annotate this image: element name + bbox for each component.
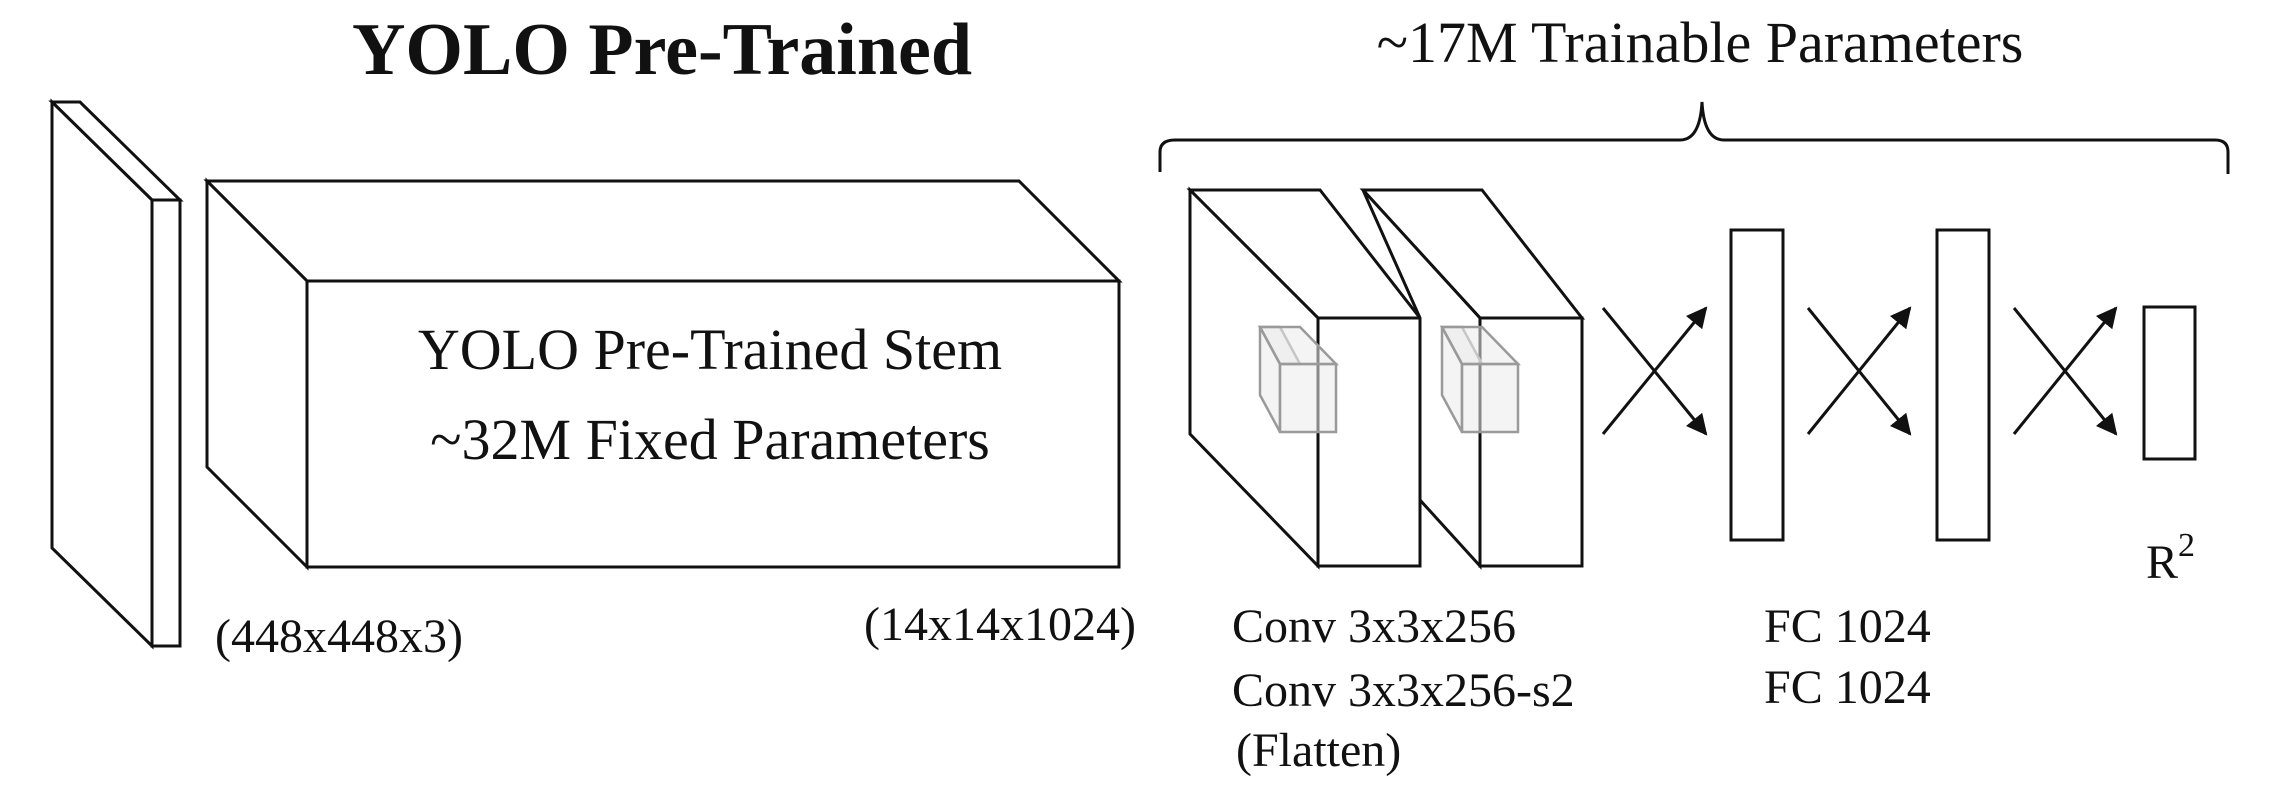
conv-label-line2: Conv 3x3x256-s2 [1232, 664, 1575, 717]
conv-kernel-1 [1257, 325, 1339, 434]
diagram-title: YOLO Pre-Trained [352, 9, 972, 91]
fc-layer-1 [1729, 228, 1785, 542]
trainable-parameters-label: ~17M Trainable Parameters [1377, 10, 2024, 75]
conv-kernel-2 [1439, 325, 1521, 434]
output-label-base: R [2146, 536, 2178, 589]
output-layer [2142, 305, 2197, 461]
input-dimension-label: (448x448x3) [215, 610, 463, 663]
stem-label-line1: YOLO Pre-Trained Stem [418, 317, 1002, 382]
stem-output-dimension-label: (14x14x1024) [864, 598, 1136, 651]
fc-layer-2 [1935, 228, 1991, 542]
connection-arrows-3 [2012, 306, 2118, 436]
output-label-superscript: 2 [2178, 527, 2195, 564]
fc-label-line1: FC 1024 [1764, 600, 1931, 653]
fc-label-line2: FC 1024 [1764, 661, 1931, 714]
input-layer-block [48, 98, 184, 650]
trainable-brace [1158, 101, 2230, 174]
conv-block-2 [1359, 188, 1586, 570]
conv-block-1 [1186, 186, 1424, 570]
connection-arrows-2 [1806, 306, 1912, 436]
output-label: R2 [2146, 527, 2195, 589]
stem-label-line2: ~32M Fixed Parameters [430, 407, 990, 472]
pretrained-stem-block [203, 177, 1123, 571]
conv-label-line3: (Flatten) [1236, 724, 1401, 777]
conv-label-line1: Conv 3x3x256 [1232, 600, 1516, 653]
connection-arrows-1 [1601, 306, 1708, 436]
